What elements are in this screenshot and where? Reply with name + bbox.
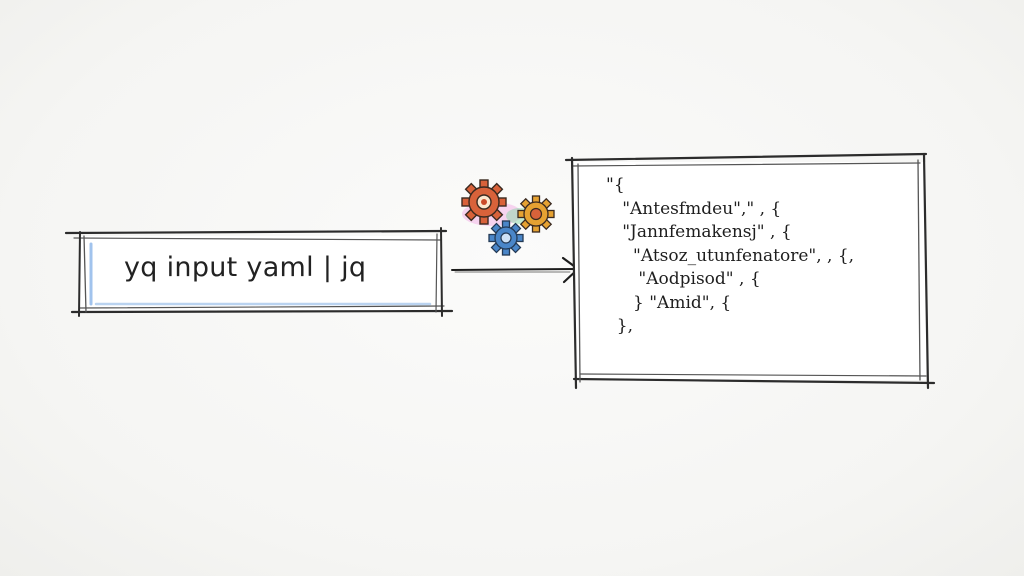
json-line: "Jannfemakensj" , {: [606, 222, 792, 242]
json-line: },: [606, 316, 634, 336]
json-output: "{ "Antesfmdeu"," , { "Jannfemakensj" , …: [606, 174, 906, 339]
json-line: } "Amid", {: [606, 292, 732, 313]
json-line: "Aodpisod" , {: [606, 269, 761, 289]
output-box: [564, 152, 936, 390]
command-text: yq input yaml | jq: [124, 252, 367, 283]
arrow: [451, 256, 580, 284]
command-box: [64, 227, 454, 317]
json-line: "Antesfmdeu"," , {: [606, 198, 782, 219]
json-line: "{: [606, 175, 625, 195]
json-line: "Atsoz_utunfenatore", , {,: [606, 245, 855, 266]
gears-icon: [461, 179, 555, 256]
